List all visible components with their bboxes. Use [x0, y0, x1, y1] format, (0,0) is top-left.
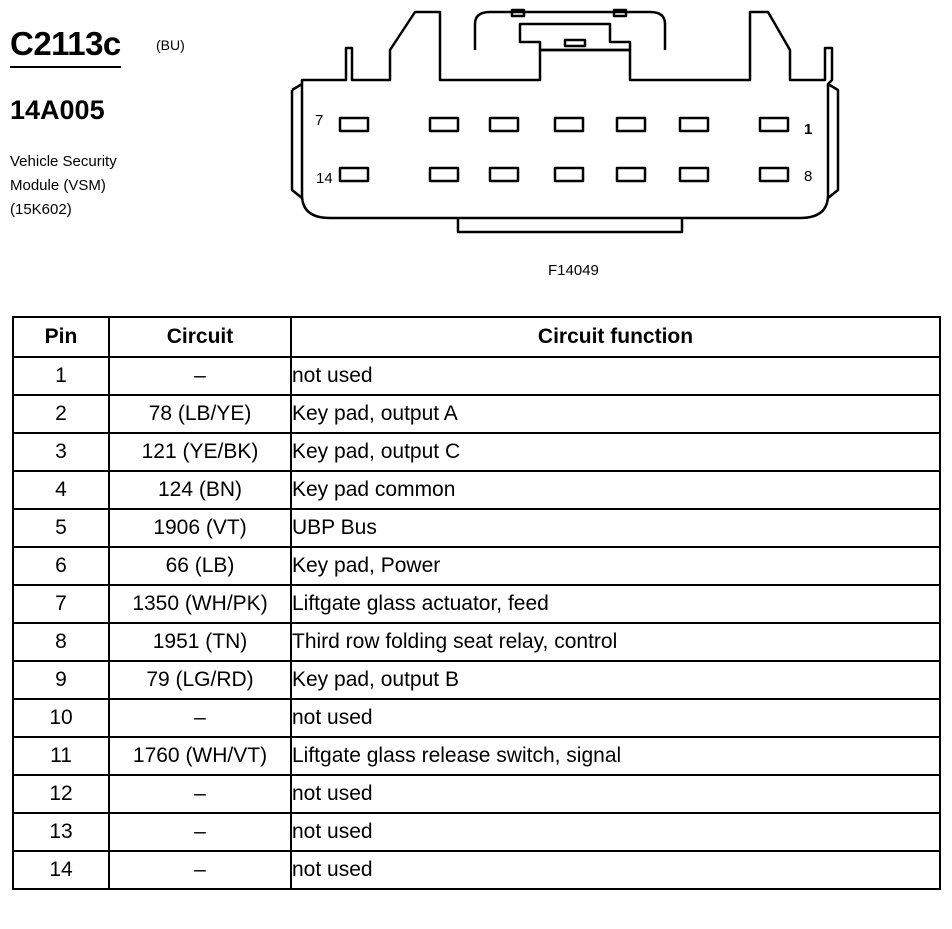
circuit-cell: –	[108, 850, 292, 890]
header-pin: Pin	[12, 316, 110, 358]
circuit-cell: 78 (LB/YE)	[108, 394, 292, 434]
connector-header: C2113c (BU) 14A005 Vehicle Security Modu…	[10, 0, 290, 230]
pin-cavity-10	[615, 166, 647, 183]
bottom-key	[456, 218, 684, 234]
pin-cavity-6	[428, 116, 460, 133]
pin-cell: 5	[12, 508, 110, 548]
circuit-cell: 121 (YE/BK)	[108, 432, 292, 472]
connector-color: (BU)	[156, 37, 185, 53]
pin-cell: 9	[12, 660, 110, 700]
top-latch	[473, 10, 667, 50]
figure-id: F14049	[548, 262, 599, 279]
pin-cell: 13	[12, 812, 110, 852]
table-row: 12–not used	[12, 774, 941, 814]
part-number: 14A005	[10, 95, 105, 125]
function-cell: not used	[290, 774, 941, 814]
pin-cell: 3	[12, 432, 110, 472]
circuit-cell: –	[108, 774, 292, 814]
circuit-cell: 79 (LG/RD)	[108, 660, 292, 700]
pin-cell: 12	[12, 774, 110, 814]
pin-cavity-5	[488, 116, 520, 133]
function-cell: not used	[290, 698, 941, 738]
circuit-cell: –	[108, 812, 292, 852]
function-cell: Key pad, output B	[290, 660, 941, 700]
function-cell: not used	[290, 356, 941, 396]
function-cell: Key pad, output C	[290, 432, 941, 472]
pin-cavity-3	[615, 116, 647, 133]
header-circuit: Circuit	[108, 316, 292, 358]
pin-cell: 8	[12, 622, 110, 662]
pin-label-top-right: 1	[804, 121, 812, 138]
table-row: 1–not used	[12, 356, 941, 396]
table-row: 13–not used	[12, 812, 941, 852]
circuit-cell: 1350 (WH/PK)	[108, 584, 292, 624]
table-header-row: Pin Circuit Circuit function	[12, 316, 941, 358]
header-function: Circuit function	[290, 316, 941, 358]
table-row: 14–not used	[12, 850, 941, 890]
circuit-cell: 66 (LB)	[108, 546, 292, 586]
function-cell: not used	[290, 812, 941, 852]
latch-notch-left	[510, 8, 526, 18]
function-cell: Liftgate glass actuator, feed	[290, 584, 941, 624]
pin-cavity-11	[553, 166, 585, 183]
pin-cell: 7	[12, 584, 110, 624]
pin-label-bottom-left: 14	[316, 170, 333, 187]
circuit-cell: –	[108, 356, 292, 396]
pin-cell: 14	[12, 850, 110, 890]
circuit-cell: 1906 (VT)	[108, 508, 292, 548]
connector-body	[291, 82, 840, 220]
pin-label-top-left: 7	[315, 112, 323, 129]
pin-cell: 4	[12, 470, 110, 510]
function-cell: Key pad common	[290, 470, 941, 510]
pin-cavity-7	[338, 116, 370, 133]
pin-cavity-2	[678, 116, 710, 133]
circuit-cell: –	[108, 698, 292, 738]
function-cell: Key pad, output A	[290, 394, 941, 434]
circuit-cell: 124 (BN)	[108, 470, 292, 510]
pin-cell: 1	[12, 356, 110, 396]
pin-cavity-4	[553, 116, 585, 133]
pin-row-top	[338, 116, 790, 133]
module-description: Vehicle Security Module (VSM) (15K602)	[10, 153, 117, 218]
pin-cavity-12	[488, 166, 520, 183]
circuit-cell: 1951 (TN)	[108, 622, 292, 662]
table-row: 10–not used	[12, 698, 941, 738]
pin-cell: 6	[12, 546, 110, 586]
left-latch-edge	[290, 90, 303, 199]
pin-cell: 11	[12, 736, 110, 776]
latch-tab	[518, 22, 632, 52]
pin-row-bottom	[338, 166, 790, 183]
latch-notch-right	[612, 8, 628, 18]
connector-id: C2113c	[10, 24, 121, 68]
function-cell: Liftgate glass release switch, signal	[290, 736, 941, 776]
function-cell: UBP Bus	[290, 508, 941, 548]
pin-cavity-9	[678, 166, 710, 183]
pin-cell: 10	[12, 698, 110, 738]
pin-cell: 2	[12, 394, 110, 434]
latch-slot	[563, 38, 587, 48]
connector-face-diagram: 7 1 14 8	[290, 8, 840, 234]
function-cell: Key pad, Power	[290, 546, 941, 586]
pin-cavity-1	[758, 116, 790, 133]
function-cell: not used	[290, 850, 941, 890]
circuit-cell: 1760 (WH/VT)	[108, 736, 292, 776]
function-cell: Third row folding seat relay, control	[290, 622, 941, 662]
pin-cavity-8	[758, 166, 790, 183]
pin-label-bottom-right: 8	[804, 168, 812, 185]
pin-cavity-13	[428, 166, 460, 183]
pin-cavity-14	[338, 166, 370, 183]
